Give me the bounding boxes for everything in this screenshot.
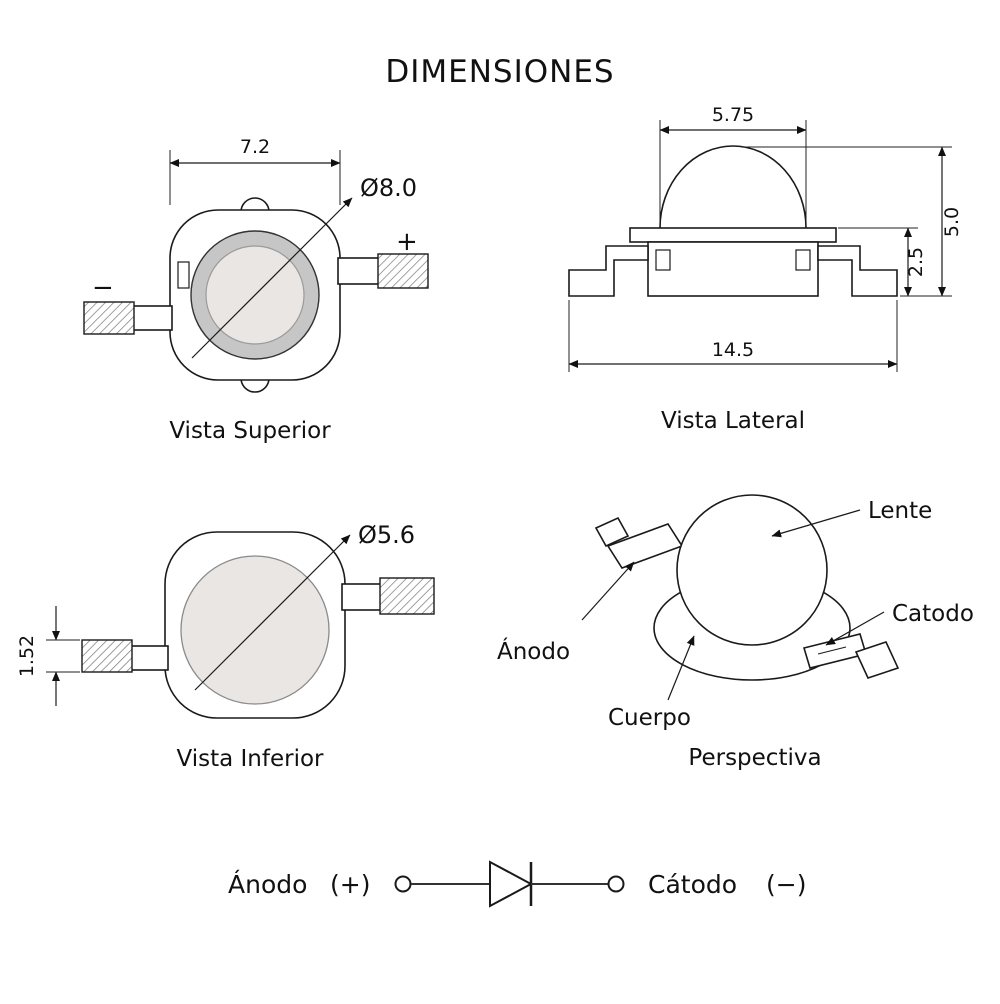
side-body xyxy=(647,241,819,297)
bottom-lead-thickness-dimension: 1.52 xyxy=(16,606,80,706)
top-negative-lead-step xyxy=(131,305,173,331)
bottom-view-caption: Vista Inferior xyxy=(176,746,324,772)
cathode-terminal xyxy=(607,875,625,893)
bottom-right-lead-step xyxy=(341,583,383,611)
perspective-caption: Perspectiva xyxy=(688,745,821,771)
top-view: 7.2 Ø8.0 + − Vista Superior xyxy=(83,136,429,444)
lens-label: Lente xyxy=(868,498,932,524)
schematic-cathode-sign: (−) xyxy=(766,870,806,899)
side-body-detail-left xyxy=(655,249,671,271)
persp-lens-dome xyxy=(676,494,828,646)
top-width-dimension: 7.2 xyxy=(169,136,341,205)
bottom-diameter-leader xyxy=(194,534,351,691)
side-left-lead xyxy=(568,245,649,297)
diode-schematic: Ánodo (+) Cátodo (−) xyxy=(228,860,806,908)
lens-leader-line xyxy=(771,509,861,538)
side-total-width-text: 14.5 xyxy=(712,339,754,361)
side-view-caption: Vista Lateral xyxy=(661,408,805,434)
side-view: 5.75 5.0 2.5 14.5 Vista Lateral xyxy=(568,104,963,434)
side-body-height-text: 2.5 xyxy=(905,247,927,277)
top-diameter-leader xyxy=(191,197,353,359)
side-lens-dome xyxy=(659,145,807,229)
side-flange xyxy=(629,227,837,243)
page-title: DIMENSIONES xyxy=(385,54,614,90)
side-total-height-text: 5.0 xyxy=(941,207,963,237)
top-body-detail xyxy=(177,261,190,289)
plus-sign: + xyxy=(396,227,418,257)
perspective-view: Lente Catodo Ánodo Cuerpo Perspectiva xyxy=(497,494,974,771)
persp-cathode-tip xyxy=(854,641,900,679)
bottom-diameter-text: Ø5.6 xyxy=(358,521,415,549)
bottom-right-lead-pad xyxy=(379,577,435,615)
side-body-height-dimension: 2.5 xyxy=(838,227,927,297)
side-lens-width-dimension: 5.75 xyxy=(659,104,807,222)
minus-sign: − xyxy=(92,273,114,303)
side-right-lead xyxy=(817,245,898,297)
anode-leader-line xyxy=(581,561,635,621)
body-leader-line xyxy=(667,635,695,701)
side-lens-width-text: 5.75 xyxy=(712,104,754,126)
anode-terminal xyxy=(394,875,412,893)
body-label: Cuerpo xyxy=(608,705,691,731)
bottom-view: Ø5.6 1.52 Vista Inferior xyxy=(16,521,435,772)
top-width-dim-text: 7.2 xyxy=(240,136,270,158)
diode-triangle xyxy=(489,860,534,908)
side-body-detail-right xyxy=(795,249,811,271)
cathode-leader-line xyxy=(825,611,885,646)
top-view-caption: Vista Superior xyxy=(169,418,331,444)
bottom-left-lead-step xyxy=(129,645,169,671)
anode-label: Ánodo xyxy=(497,637,570,665)
persp-cathode-slot xyxy=(817,646,847,655)
bottom-lead-thickness-text: 1.52 xyxy=(16,635,38,677)
top-diameter-text: Ø8.0 xyxy=(360,174,417,202)
side-total-height-dimension: 5.0 xyxy=(741,146,963,297)
bottom-left-lead-pad xyxy=(81,639,133,673)
top-negative-lead-pad xyxy=(83,301,135,335)
top-positive-lead-step xyxy=(337,257,381,285)
top-positive-lead-pad xyxy=(377,253,429,289)
side-total-width-dimension: 14.5 xyxy=(568,300,898,372)
cathode-label: Catodo xyxy=(892,601,974,627)
schematic-anode-label: Ánodo xyxy=(228,870,307,899)
schematic-cathode-label: Cátodo xyxy=(648,870,737,899)
schematic-anode-sign: (+) xyxy=(330,870,370,899)
persp-anode-tip xyxy=(594,516,630,548)
